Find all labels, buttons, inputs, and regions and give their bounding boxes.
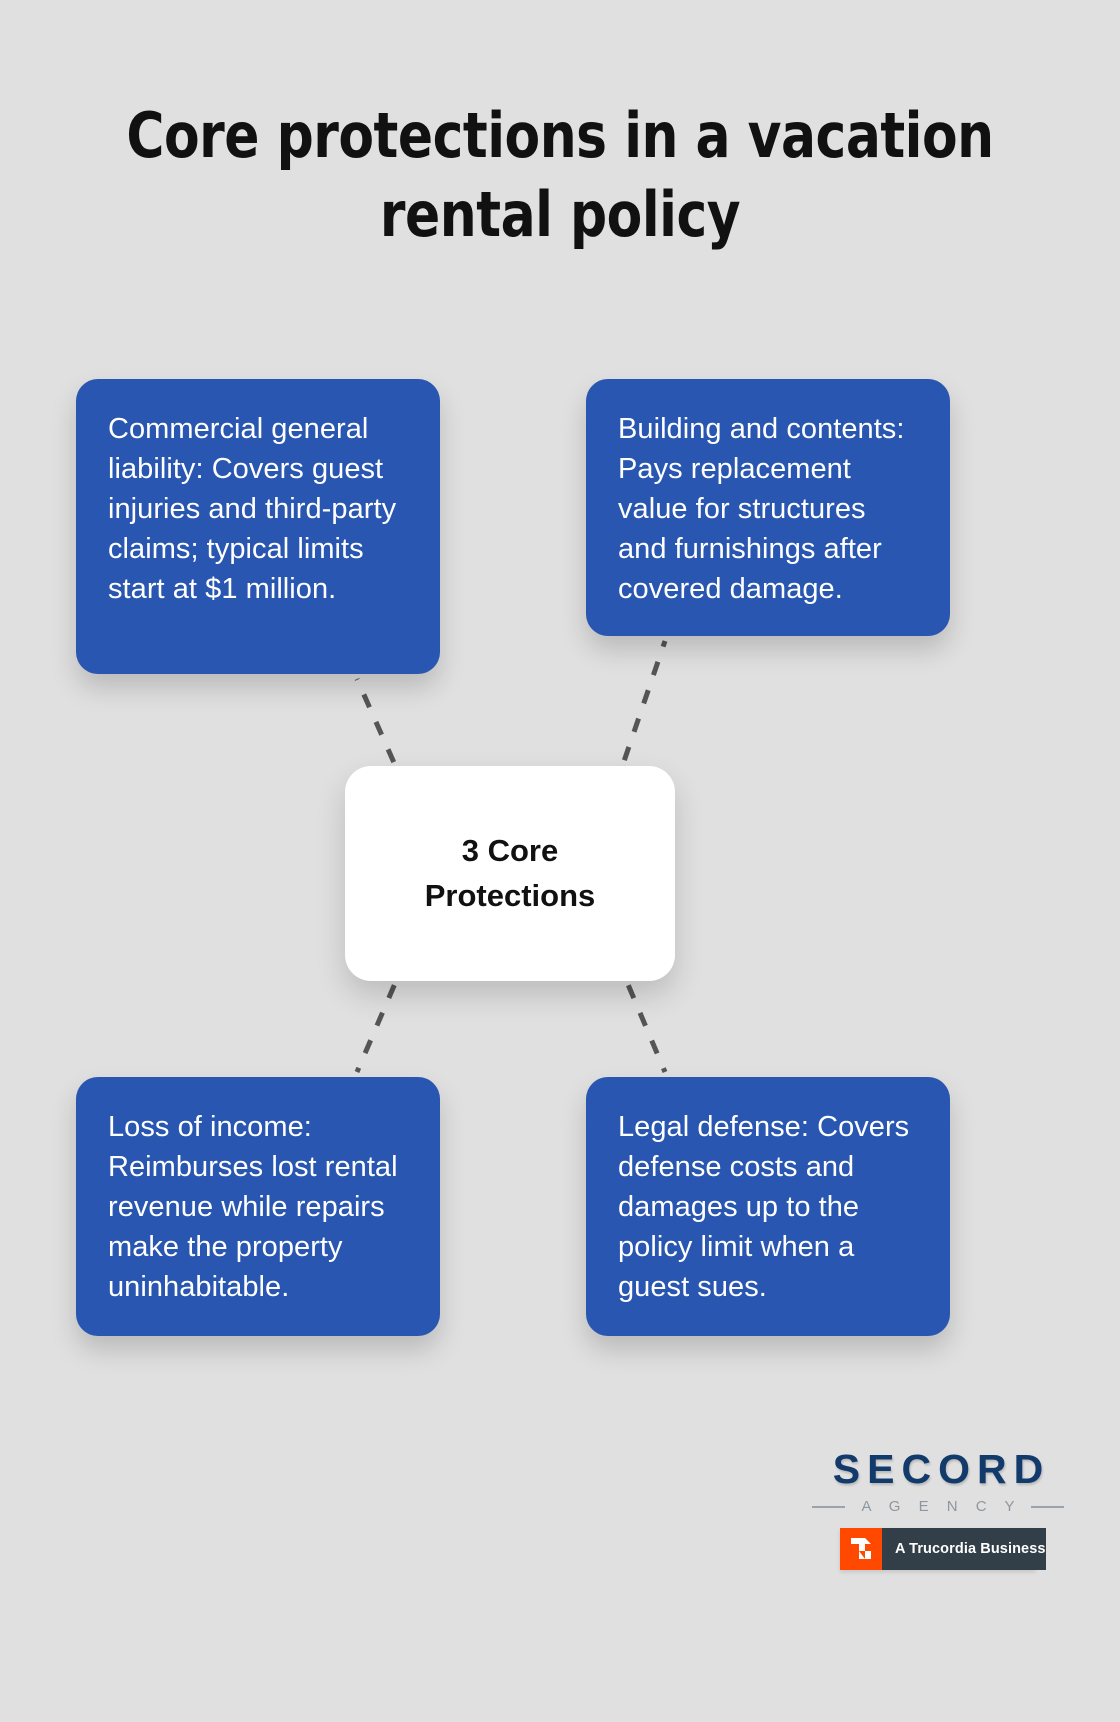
card-loss-of-income-text: Loss of income: Reimburses lost rental r… [108,1111,398,1304]
logo-wordmark: SECORD [832,1446,1051,1492]
card-building-and-contents: Building and contents: Pays replacement … [586,379,950,636]
card-legal-defense: Legal defense: Covers defense costs and … [586,1077,950,1336]
card-commercial-general-liability: Commercial general liability: Covers gue… [76,379,440,674]
secord-agency-logo: SECORD A G E N C Y A Trucordia Business [808,1449,1068,1570]
card-legal-defense-text: Legal defense: Covers defense costs and … [618,1111,910,1304]
logo-agency-row: A G E N C Y [808,1499,1068,1514]
logo-subtitle: A G E N C Y [861,1498,1022,1515]
trucordia-badge: A Trucordia Business [840,1528,1046,1570]
logo-rule-right [1030,1505,1064,1508]
center-hub-label: 3 Core Protections [424,833,596,913]
page-title: Core protections in a vacation rental po… [126,99,994,252]
trucordia-badge-label: A Trucordia Business [882,1528,1046,1570]
logo-rule-left [812,1505,846,1508]
trucordia-t-icon [840,1528,882,1570]
page-title-wrap: Core protections in a vacation rental po… [60,96,1060,255]
center-hub-card: 3 Core Protections [345,766,675,981]
card-commercial-general-liability-text: Commercial general liability: Covers gue… [108,413,397,606]
card-loss-of-income: Loss of income: Reimburses lost rental r… [76,1077,440,1336]
card-building-and-contents-text: Building and contents: Pays replacement … [618,413,905,606]
